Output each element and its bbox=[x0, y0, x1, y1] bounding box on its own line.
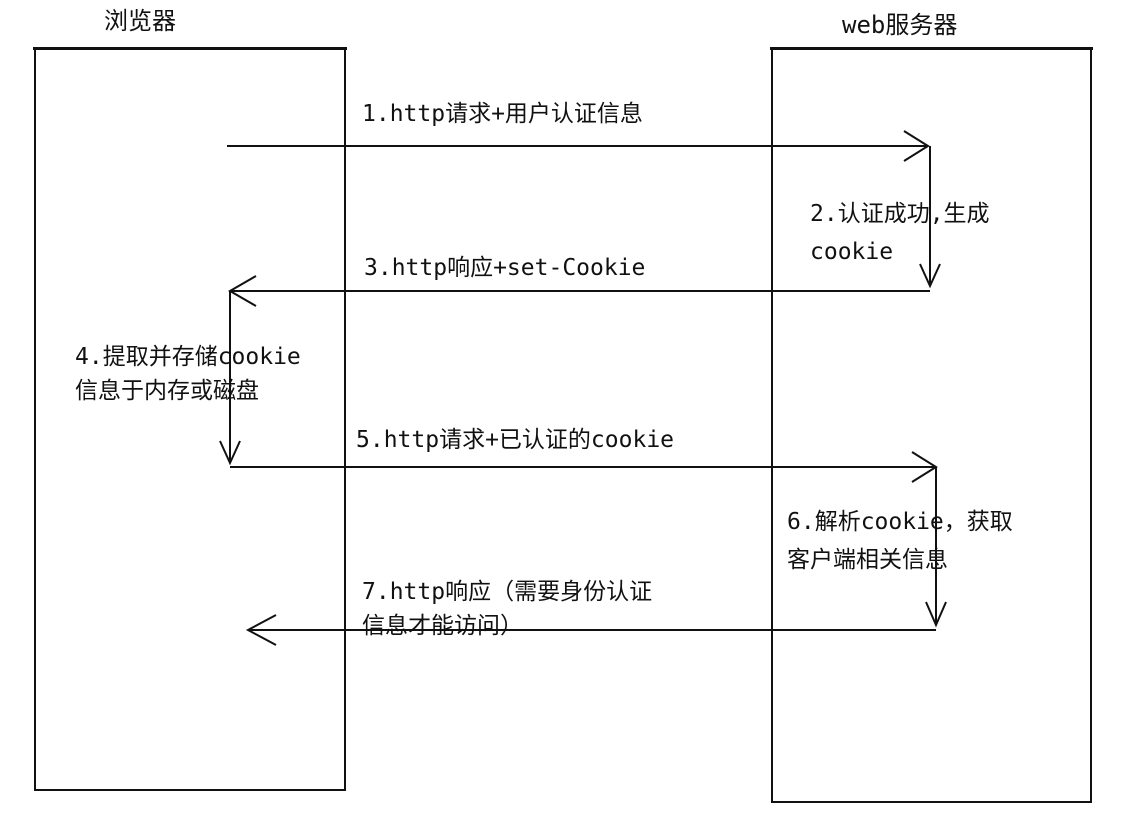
step-2-label-line1: 2.认证成功,生成 bbox=[810, 201, 990, 227]
step-2-label-line2: cookie bbox=[810, 239, 894, 265]
step-7-label-line2: 信息才能访问） bbox=[362, 613, 523, 639]
server-lifeline-box bbox=[771, 48, 1092, 803]
step-4-label-line1: 4.提取并存储cookie bbox=[75, 344, 301, 370]
step-7-label-line1: 7.http响应（需要身份认证 bbox=[362, 579, 653, 605]
arrow-step-2 bbox=[919, 146, 941, 289]
step-6-label-line2: 客户端相关信息 bbox=[787, 547, 948, 573]
arrow-step-5 bbox=[230, 451, 938, 483]
server-header: web服务器 bbox=[842, 11, 958, 39]
arrow-step-1 bbox=[227, 130, 930, 162]
arrow-step-7 bbox=[245, 614, 936, 646]
browser-header: 浏览器 bbox=[104, 7, 176, 35]
step-4-label-line2: 信息于内存或磁盘 bbox=[75, 378, 259, 404]
arrow-step-6 bbox=[925, 467, 947, 628]
step-5-label: 5.http请求+已认证的cookie bbox=[356, 427, 675, 453]
step-6-label-line1: 6.解析cookie，获取 bbox=[787, 509, 1013, 535]
browser-lifeline-box bbox=[34, 48, 346, 791]
arrow-step-4 bbox=[219, 291, 241, 466]
step-3-label: 3.http响应+set-Cookie bbox=[364, 255, 646, 281]
step-1-label: 1.http请求+用户认证信息 bbox=[362, 101, 643, 127]
